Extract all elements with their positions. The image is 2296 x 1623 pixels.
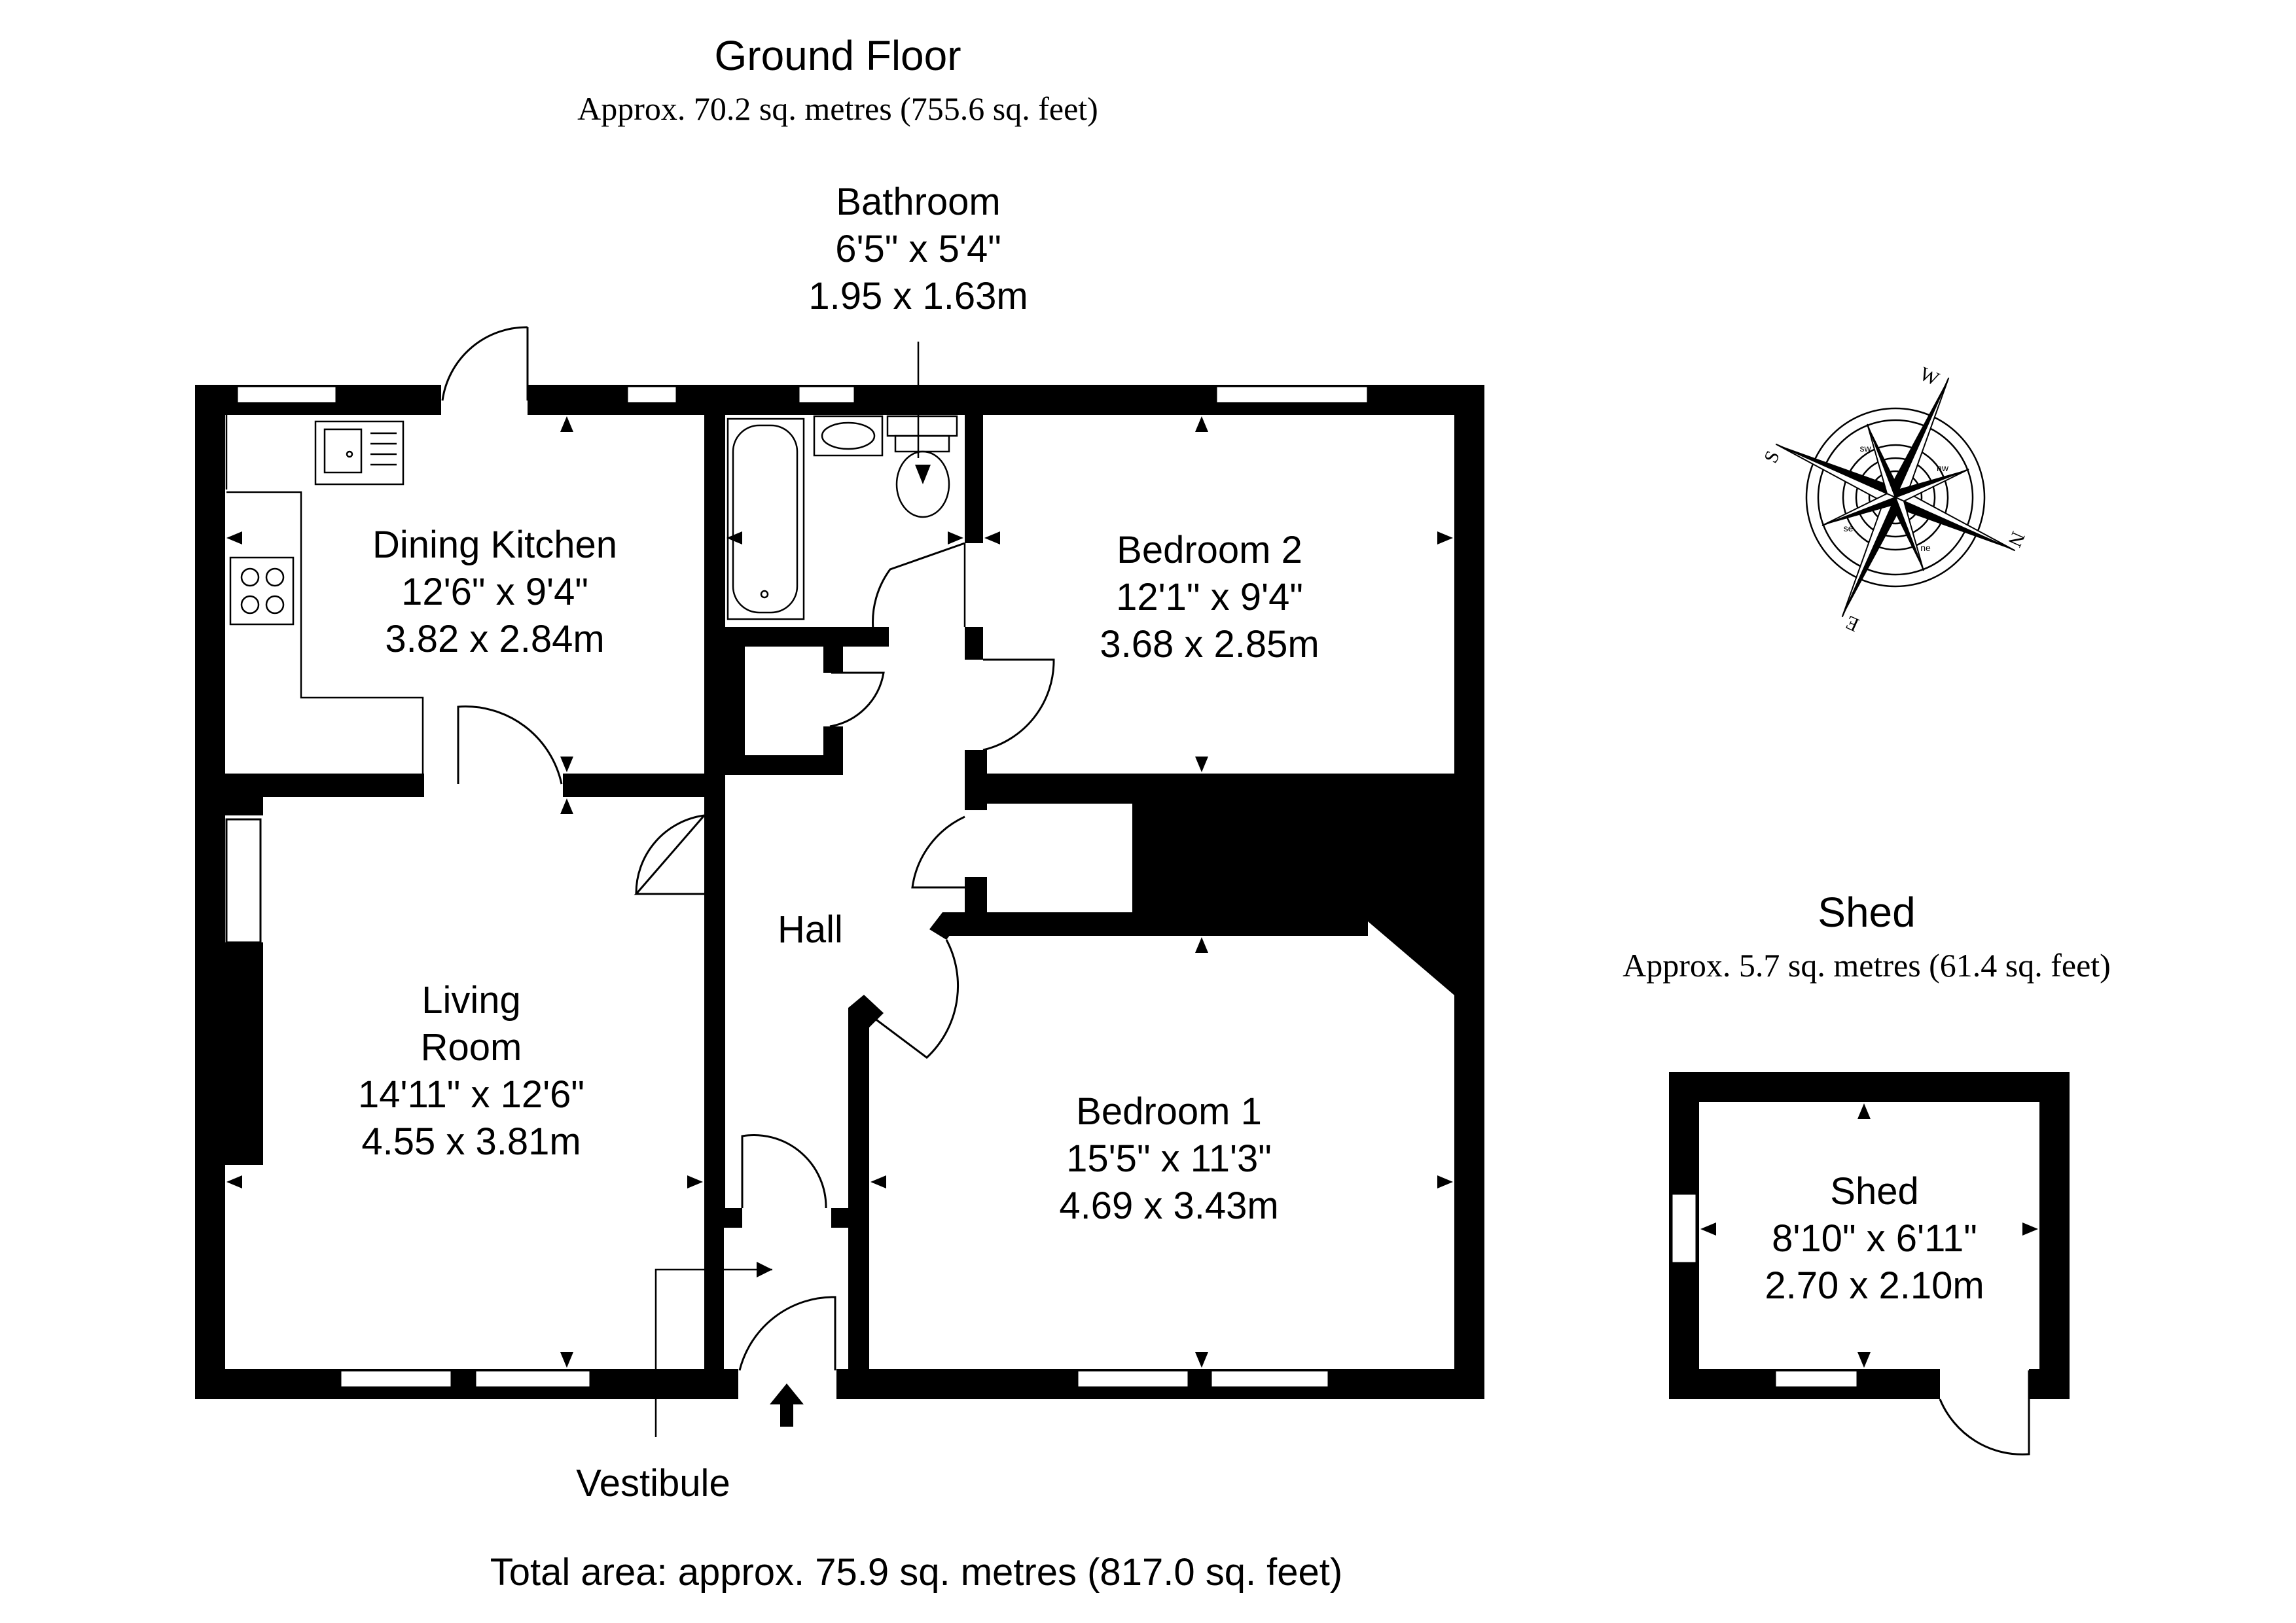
- vestibule-label: Vestibule: [576, 1462, 730, 1505]
- toilet-icon: [886, 415, 958, 518]
- shed-window: [1774, 1369, 1859, 1389]
- bedroom-2-metric: 3.68 x 2.85m: [1100, 623, 1319, 666]
- compass-sw: sw: [1859, 443, 1871, 454]
- dining-kitchen-label: Dining Kitchen: [372, 524, 617, 566]
- bedroom-2-label: Bedroom 2: [1117, 529, 1302, 571]
- hob-icon: [229, 556, 295, 626]
- bath-icon: [726, 418, 805, 620]
- dining-kitchen-imperial: 12'6" x 9'4": [401, 571, 588, 613]
- compass-se: se: [1844, 523, 1854, 533]
- toilet-arrow: [915, 465, 931, 484]
- living-room-label-1: Living: [422, 979, 521, 1022]
- dimension-markers: [226, 416, 1453, 1368]
- living-room-imperial: 14'11" x 12'6": [358, 1073, 584, 1116]
- shed-window: [1670, 1192, 1698, 1264]
- compass-nw: nw: [1937, 463, 1949, 473]
- shed-dimension-markers: [1700, 1103, 2038, 1368]
- total-area: Total area: approx. 75.9 sq. metres (817…: [490, 1551, 1342, 1594]
- compass-w: W: [1916, 363, 1943, 390]
- shed-label: Shed: [1830, 1170, 1918, 1213]
- shed-metric: 2.70 x 2.10m: [1765, 1264, 1984, 1307]
- bathroom-imperial: 6'5" x 5'4": [835, 228, 1001, 270]
- ground-floor-title: Ground Floor: [714, 32, 961, 79]
- compass-ne: ne: [1920, 543, 1931, 553]
- bedroom-1-imperial: 15'5" x 11'3": [1066, 1137, 1272, 1180]
- entrance-arrow-icon: [770, 1383, 804, 1427]
- shed-imperial: 8'10" x 6'11": [1772, 1217, 1977, 1260]
- shed-walls: [1669, 1072, 2070, 1399]
- bedroom-1-metric: 4.69 x 3.43m: [1059, 1185, 1278, 1227]
- shed-title: Shed: [1818, 889, 1915, 936]
- hall-label: Hall: [778, 908, 843, 951]
- windows: [225, 385, 1369, 1389]
- compass-rose-icon: W N E S sw nw ne se: [1760, 363, 2029, 636]
- shed-area: Approx. 5.7 sq. metres (61.4 sq. feet): [1623, 947, 2111, 984]
- washbasin-icon: [813, 415, 884, 457]
- bedroom-2-imperial: 12'1" x 9'4": [1116, 576, 1303, 618]
- bathroom-metric: 1.95 x 1.63m: [808, 275, 1028, 317]
- doors: [441, 326, 1055, 1371]
- shed-door: [1939, 1370, 2030, 1455]
- bathroom-label: Bathroom: [836, 181, 1000, 223]
- vestibule-outline: [655, 1268, 772, 1437]
- bedroom-1-label: Bedroom 1: [1076, 1090, 1262, 1133]
- sink-icon: [314, 420, 404, 486]
- compass-s: S: [1760, 448, 1784, 467]
- dining-kitchen-metric: 3.82 x 2.84m: [385, 618, 604, 660]
- entrance-arrow-icon: [757, 1262, 772, 1277]
- kitchen-counter: [226, 491, 424, 774]
- compass-e: E: [1842, 611, 1862, 636]
- living-room-metric: 4.55 x 3.81m: [361, 1120, 581, 1163]
- ground-floor-area: Approx. 70.2 sq. metres (755.6 sq. feet): [577, 90, 1098, 127]
- living-room-label-2: Room: [421, 1026, 522, 1069]
